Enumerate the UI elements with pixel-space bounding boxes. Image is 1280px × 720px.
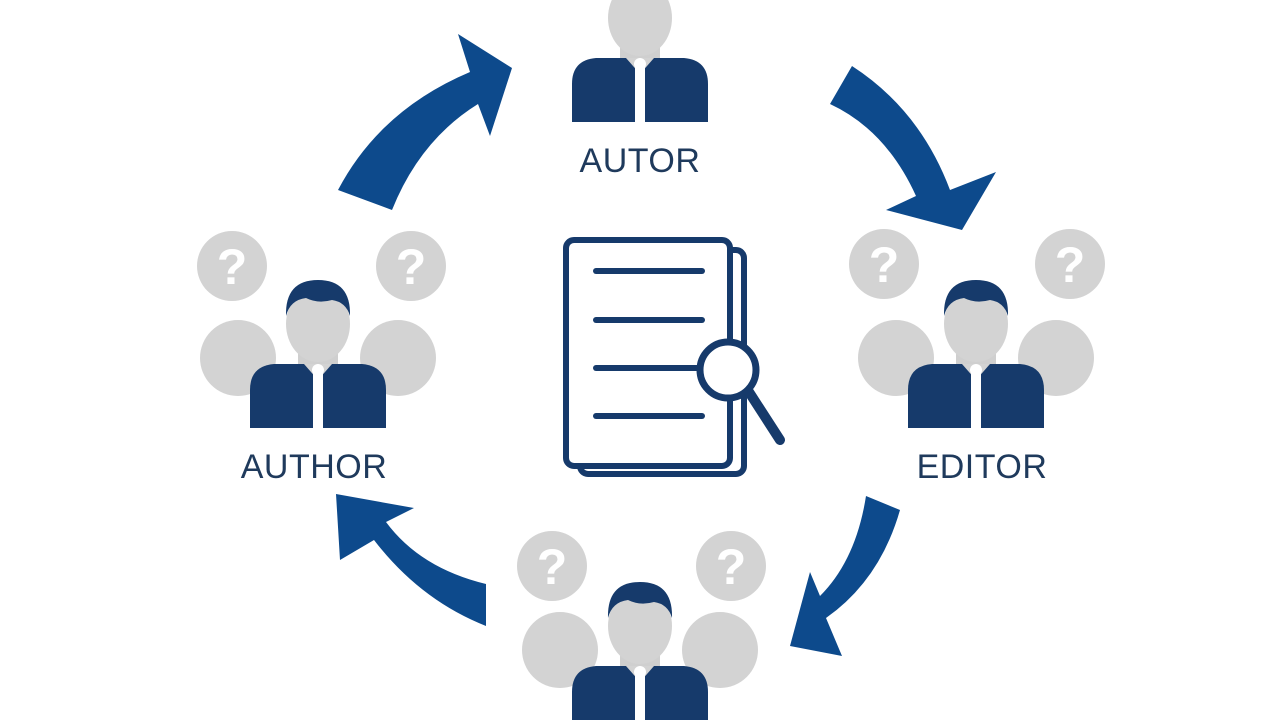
- reviewer-question-left-icon: ?: [517, 531, 587, 601]
- svg-text:?: ?: [1055, 237, 1086, 293]
- editor-question-left-icon: ?: [849, 229, 919, 299]
- autor-node: AUTOR: [572, 0, 708, 180]
- arrow-autor-to-editor-icon: [830, 66, 996, 230]
- document-magnifier-icon: [563, 237, 785, 477]
- editor-label: EDITOR: [917, 448, 1048, 486]
- editor-node: ? ? EDITOR: [849, 229, 1105, 486]
- author-node: ? ? AUTHOR: [197, 231, 446, 486]
- reviewer-question-right-icon: ?: [696, 531, 766, 601]
- author-question-left-icon: ?: [197, 231, 267, 301]
- svg-text:?: ?: [217, 239, 248, 295]
- svg-text:?: ?: [537, 539, 568, 595]
- cycle-arrows: [336, 34, 996, 656]
- svg-text:?: ?: [716, 539, 747, 595]
- arrow-reviewers-to-author-icon: [336, 494, 486, 626]
- reviewer-grey-circle-right-icon: [682, 612, 758, 688]
- svg-text:?: ?: [869, 237, 900, 293]
- reviewer-grey-circle-left-icon: [522, 612, 598, 688]
- autor-person-icon: [572, 0, 708, 122]
- autor-label: AUTOR: [580, 142, 701, 180]
- reviewer-node: ? ?: [517, 531, 766, 720]
- arrow-author-to-autor-icon: [338, 34, 512, 210]
- svg-text:?: ?: [396, 239, 427, 295]
- author-label: AUTHOR: [241, 448, 388, 486]
- arrow-editor-to-reviewers-icon: [790, 496, 900, 656]
- author-question-right-icon: ?: [376, 231, 446, 301]
- editor-question-right-icon: ?: [1035, 229, 1105, 299]
